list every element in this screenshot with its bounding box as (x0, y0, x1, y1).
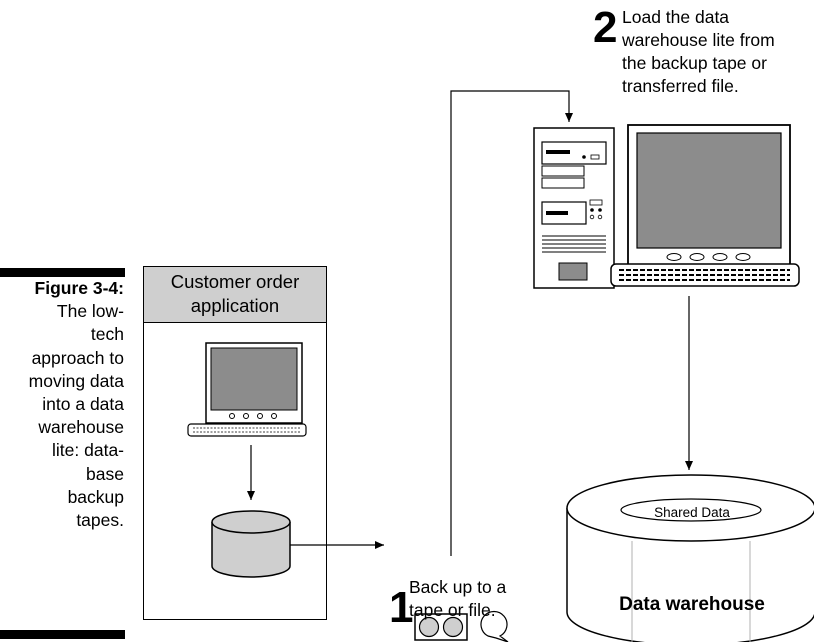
monitor-icon (627, 124, 791, 267)
warehouse-cylinder-icon (566, 474, 814, 642)
file-speech-icon (480, 610, 509, 642)
figure-label: Figure 3-4: (34, 278, 124, 298)
tape-icon (414, 613, 468, 641)
step-1-number: 1 (389, 583, 414, 632)
caption-line: moving data (28, 370, 124, 391)
computer-icon (205, 342, 303, 424)
database-cylinder-icon (211, 510, 291, 578)
step-2-line: the backup tape or (622, 53, 767, 73)
step-2-line: transferred file. (622, 76, 739, 96)
step-1-text: Back up to a tape or file. (409, 576, 539, 622)
application-title-line: Customer order (170, 271, 300, 292)
caption-line: approach to (31, 347, 124, 368)
caption-bottom-rule (0, 630, 125, 639)
arrow-backup-to-load (450, 90, 573, 556)
caption-line: into a data (42, 394, 124, 415)
application-title: Customer order application (143, 266, 327, 323)
step-2-line: Load the data (622, 7, 730, 27)
figure-caption: Figure 3-4: The low- tech approach to mo… (0, 277, 124, 532)
keyboard-icon (610, 263, 800, 287)
caption-line: lite: data- (52, 440, 124, 461)
step-2-line: warehouse lite from (622, 30, 775, 50)
caption-line: backup (67, 486, 124, 507)
caption-line: warehouse (38, 417, 124, 438)
caption-line: The low- (56, 301, 124, 322)
step-1-line: Back up to a (409, 577, 507, 597)
caption-top-rule (0, 268, 125, 277)
application-title-line: application (190, 295, 280, 316)
step-2-number: 2 (593, 3, 618, 52)
caption-line: base (86, 463, 124, 484)
keyboard-icon (187, 423, 307, 437)
data-warehouse-label: Data warehouse (619, 594, 765, 615)
step-1-line: tape or file. (409, 600, 496, 620)
shared-data-label: Shared Data (654, 505, 730, 520)
caption-line: tapes. (76, 510, 124, 531)
desktop-tower-icon (533, 127, 615, 289)
step-2-text: Load the data warehouse lite from the ba… (622, 6, 814, 98)
caption-line: tech (90, 324, 124, 345)
